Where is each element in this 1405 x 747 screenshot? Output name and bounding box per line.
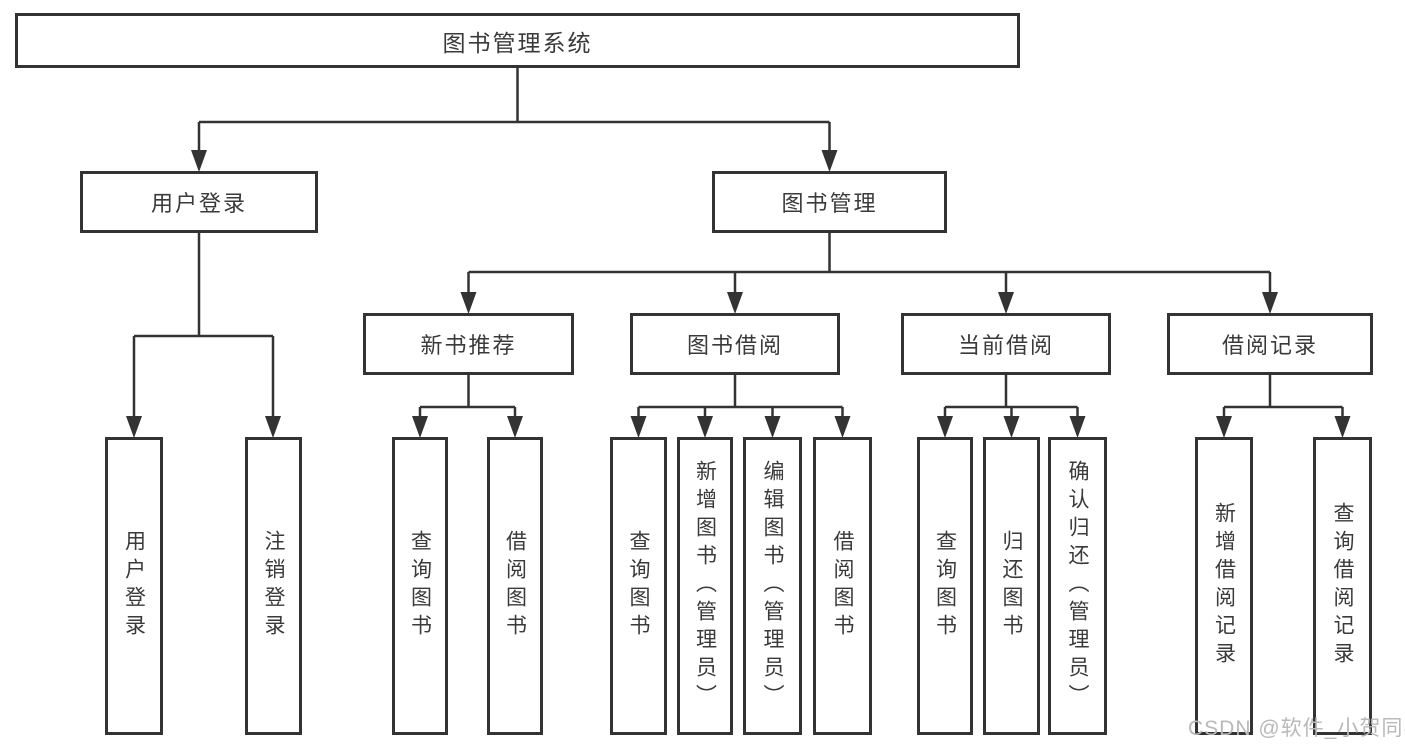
node-label: 用户登录 [122, 530, 146, 642]
node-label: 图书管理系统 [442, 29, 593, 56]
node-label: 图书借阅 [686, 333, 783, 358]
node-label: 查询图书 [627, 530, 650, 642]
node-book-borrow: 图书借阅 [630, 313, 840, 375]
node-borrow-records: 借阅记录 [1167, 313, 1373, 375]
node-current-borrow: 当前借阅 [901, 313, 1111, 375]
node-user-login: 用户登录 [80, 171, 318, 233]
node-label: 借阅图书 [831, 530, 854, 642]
leaf-borrow-borrow-books: 借阅图书 [813, 437, 872, 735]
node-new-book-recommend: 新书推荐 [363, 313, 574, 375]
leaf-recommend-borrow-books: 借阅图书 [487, 437, 543, 735]
leaf-current-confirm-return-admin: 确认归还（管理员） [1048, 437, 1107, 735]
leaf-borrow-edit-books-admin: 编辑图书（管理员） [743, 437, 802, 735]
node-label: 归还图书 [1000, 530, 1023, 642]
node-label: 新增图书（管理员） [693, 460, 717, 712]
leaf-records-query-record: 查询借阅记录 [1313, 437, 1372, 735]
leaf-borrow-query-books: 查询图书 [610, 437, 667, 735]
node-label: 查询图书 [933, 530, 957, 642]
node-label: 借阅记录 [1221, 333, 1318, 358]
node-label: 编辑图书（管理员） [761, 460, 784, 712]
leaf-current-query-books: 查询图书 [917, 437, 973, 735]
node-book-management: 图书管理 [712, 171, 947, 233]
node-label: 新书推荐 [420, 333, 517, 358]
node-library-management-system: 图书管理系统 [15, 13, 1020, 68]
leaf-current-return-books: 归还图书 [983, 437, 1040, 735]
node-label: 当前借阅 [957, 333, 1054, 358]
leaf-recommend-query-books: 查询图书 [392, 437, 448, 735]
node-label: 确认归还（管理员） [1066, 460, 1089, 712]
leaf-logout: 注销登录 [245, 437, 302, 735]
node-label: 注销登录 [262, 530, 285, 642]
node-label: 新增借阅记录 [1212, 502, 1236, 670]
leaf-user-login: 用户登录 [105, 437, 163, 735]
leaf-borrow-add-books-admin: 新增图书（管理员） [677, 437, 733, 735]
node-label: 图书管理 [781, 191, 878, 216]
csdn-watermark: CSDN @软件_小贺同学 [1188, 717, 1405, 740]
leaf-records-add-record: 新增借阅记录 [1195, 437, 1253, 735]
node-label: 借阅图书 [503, 530, 527, 642]
node-label: 用户登录 [150, 191, 247, 216]
node-label: 查询借阅记录 [1331, 502, 1354, 670]
node-label: 查询图书 [408, 530, 432, 642]
